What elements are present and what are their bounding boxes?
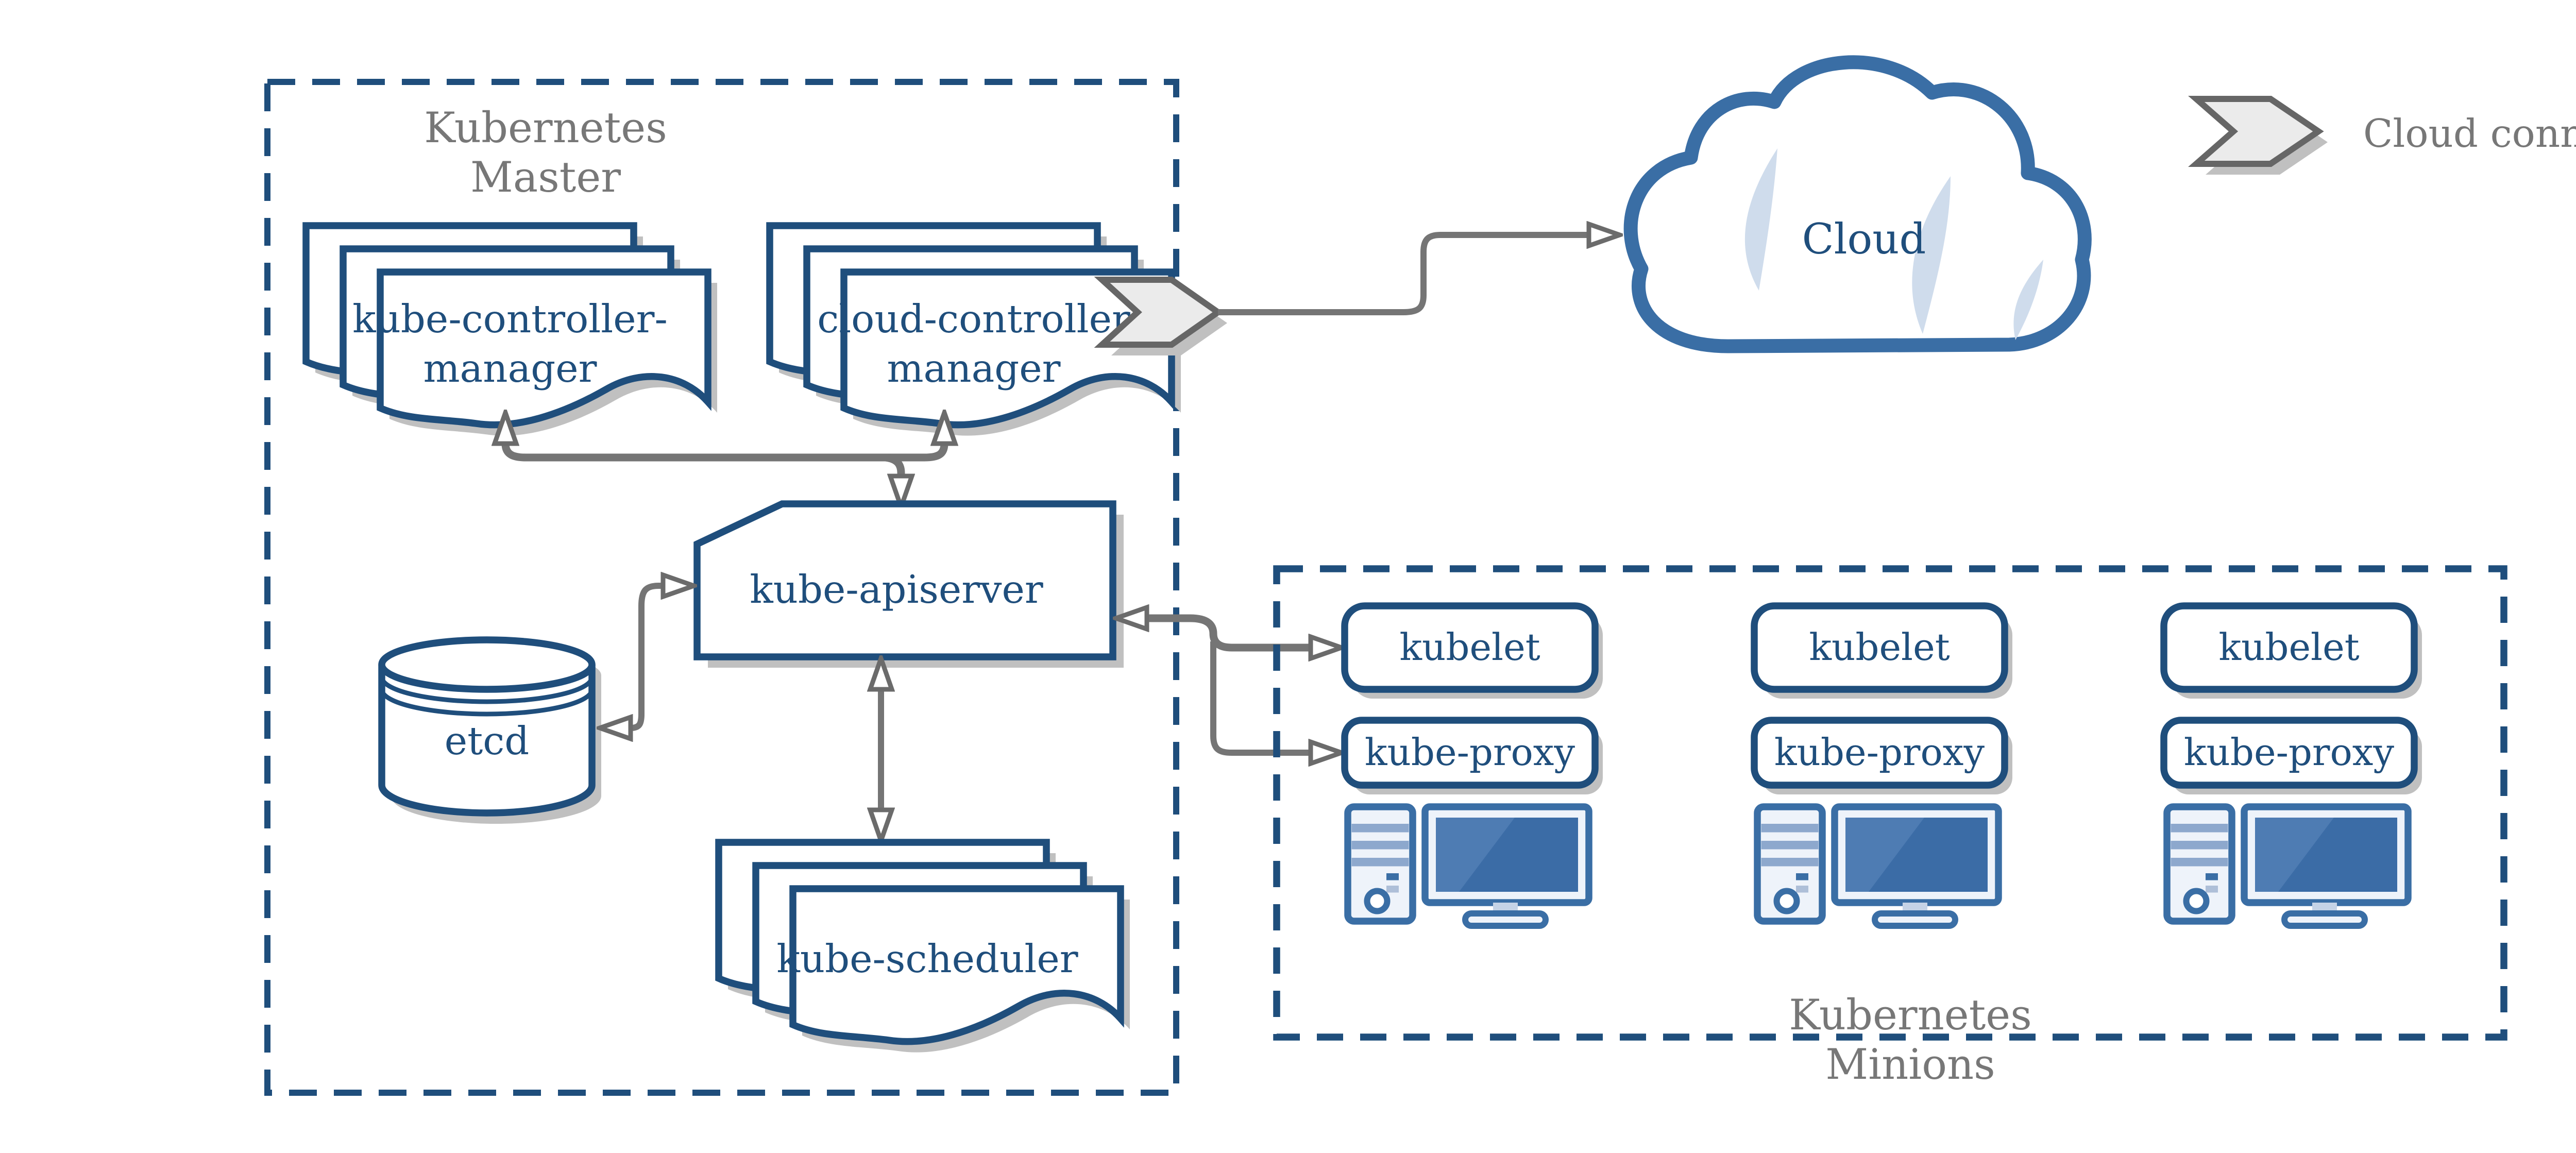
tower-stripe (2171, 841, 2228, 850)
etcd-disk-line (379, 676, 595, 704)
cloud-highlight (1744, 148, 1777, 291)
kube-apiserver-node: kube-apiserver (693, 500, 1124, 668)
kubelet-box (2160, 602, 2418, 693)
kube-scheduler-stack: kube-scheduler (719, 842, 1130, 1053)
tower-power-button (1773, 888, 1800, 914)
minion-node: kubelet kube-proxy (1751, 602, 2012, 929)
cloud-shape (1623, 55, 2092, 353)
computer-icon (1754, 803, 2002, 929)
cloud-controller-manager-label-line2: manager (887, 346, 1060, 391)
etcd-node: etcd (378, 636, 601, 824)
apiserver-shape (693, 500, 1116, 660)
kubelet-label: kubelet (1809, 625, 1950, 669)
tower-stripe (2171, 858, 2228, 867)
kube-proxy-box (2160, 717, 2418, 789)
computer-icon (2163, 803, 2412, 929)
tower-stripe (1351, 858, 1409, 867)
tower-stripe (1761, 858, 1819, 867)
tower-stripe (1351, 841, 1409, 850)
apiserver-kubelet-connector (1147, 618, 1311, 648)
kube-proxy-box (1341, 717, 1599, 789)
kubernetes-master-box (264, 79, 1179, 1096)
kube-controller-manager-label-line2: manager (423, 346, 597, 391)
legend-label: Cloud connector (2363, 111, 2576, 156)
kube-controller-manager-stack: kube-controller- manager (306, 226, 717, 436)
kubelet-label: kubelet (2218, 625, 2359, 669)
apiserver-kubeproxy-connector (1210, 641, 1311, 753)
tower-power-button (1364, 888, 1391, 914)
cloud-highlight (1912, 176, 1951, 334)
master-title-line2: Master (470, 154, 621, 202)
tower-stripe (1351, 824, 1409, 833)
monitor-base (2281, 910, 2368, 929)
monitor-screen-highlight (1845, 818, 1924, 892)
monitor-screen-highlight (1436, 818, 1515, 892)
minion-node: kubelet kube-proxy (2160, 602, 2422, 929)
managers-apiserver-connector (505, 444, 944, 462)
tower-button (1796, 873, 1808, 880)
tower-stripe (2171, 824, 2228, 833)
cloud-label: Cloud (1802, 215, 1926, 264)
cloud-node: Cloud (1623, 55, 2092, 353)
cloud-highlight (2013, 260, 2043, 340)
minions-title-line2: Minions (1825, 1041, 1995, 1089)
tower-stripe (1761, 824, 1819, 833)
computer-icon (1344, 803, 1592, 929)
kube-proxy-box (1751, 717, 2008, 789)
kube-controller-manager-label-line1: kube-controller- (352, 296, 668, 342)
etcd-apiserver-connector (631, 586, 663, 728)
etcd-disk-line (379, 689, 595, 717)
tower-button (1796, 886, 1808, 893)
etcd-body (378, 665, 596, 817)
kube-apiserver-label: kube-apiserver (750, 567, 1043, 612)
cloud-controller-manager-label-line1: cloud-controller (817, 296, 1130, 342)
tower-button (1386, 886, 1399, 893)
tower-button (1386, 873, 1399, 880)
cloud-controller-manager-stack: cloud-controller manager (770, 226, 1181, 436)
kube-proxy-label: kube-proxy (1365, 731, 1575, 774)
tower-stripe (1761, 841, 1819, 850)
kubelet-box (1751, 602, 2008, 693)
cloud-connector-line (1218, 235, 1589, 315)
kubernetes-minions-box (1273, 565, 2507, 1041)
kube-proxy-label: kube-proxy (1774, 731, 1985, 774)
minion-node: kubelet kube-proxy (1341, 602, 1603, 929)
kubelet-label: kubelet (1399, 625, 1540, 669)
kube-scheduler-label: kube-scheduler (776, 936, 1078, 981)
kubelet-box (1341, 602, 1599, 693)
tower-power-button (2183, 888, 2210, 914)
monitor-screen-highlight (2255, 818, 2334, 892)
connector-branch-to-apiserver (885, 453, 901, 476)
monitor-base (1462, 910, 1549, 929)
etcd-label: etcd (445, 718, 530, 764)
monitor-base (1872, 910, 1958, 929)
tower-button (2206, 886, 2218, 893)
legend: Cloud connector (2196, 99, 2576, 175)
tower-button (2206, 873, 2218, 880)
master-title-line1: Kubernetes (424, 104, 667, 152)
etcd-top (378, 636, 596, 693)
kube-proxy-label: kube-proxy (2184, 731, 2394, 774)
minions-title-line1: Kubernetes (1789, 991, 2032, 1040)
